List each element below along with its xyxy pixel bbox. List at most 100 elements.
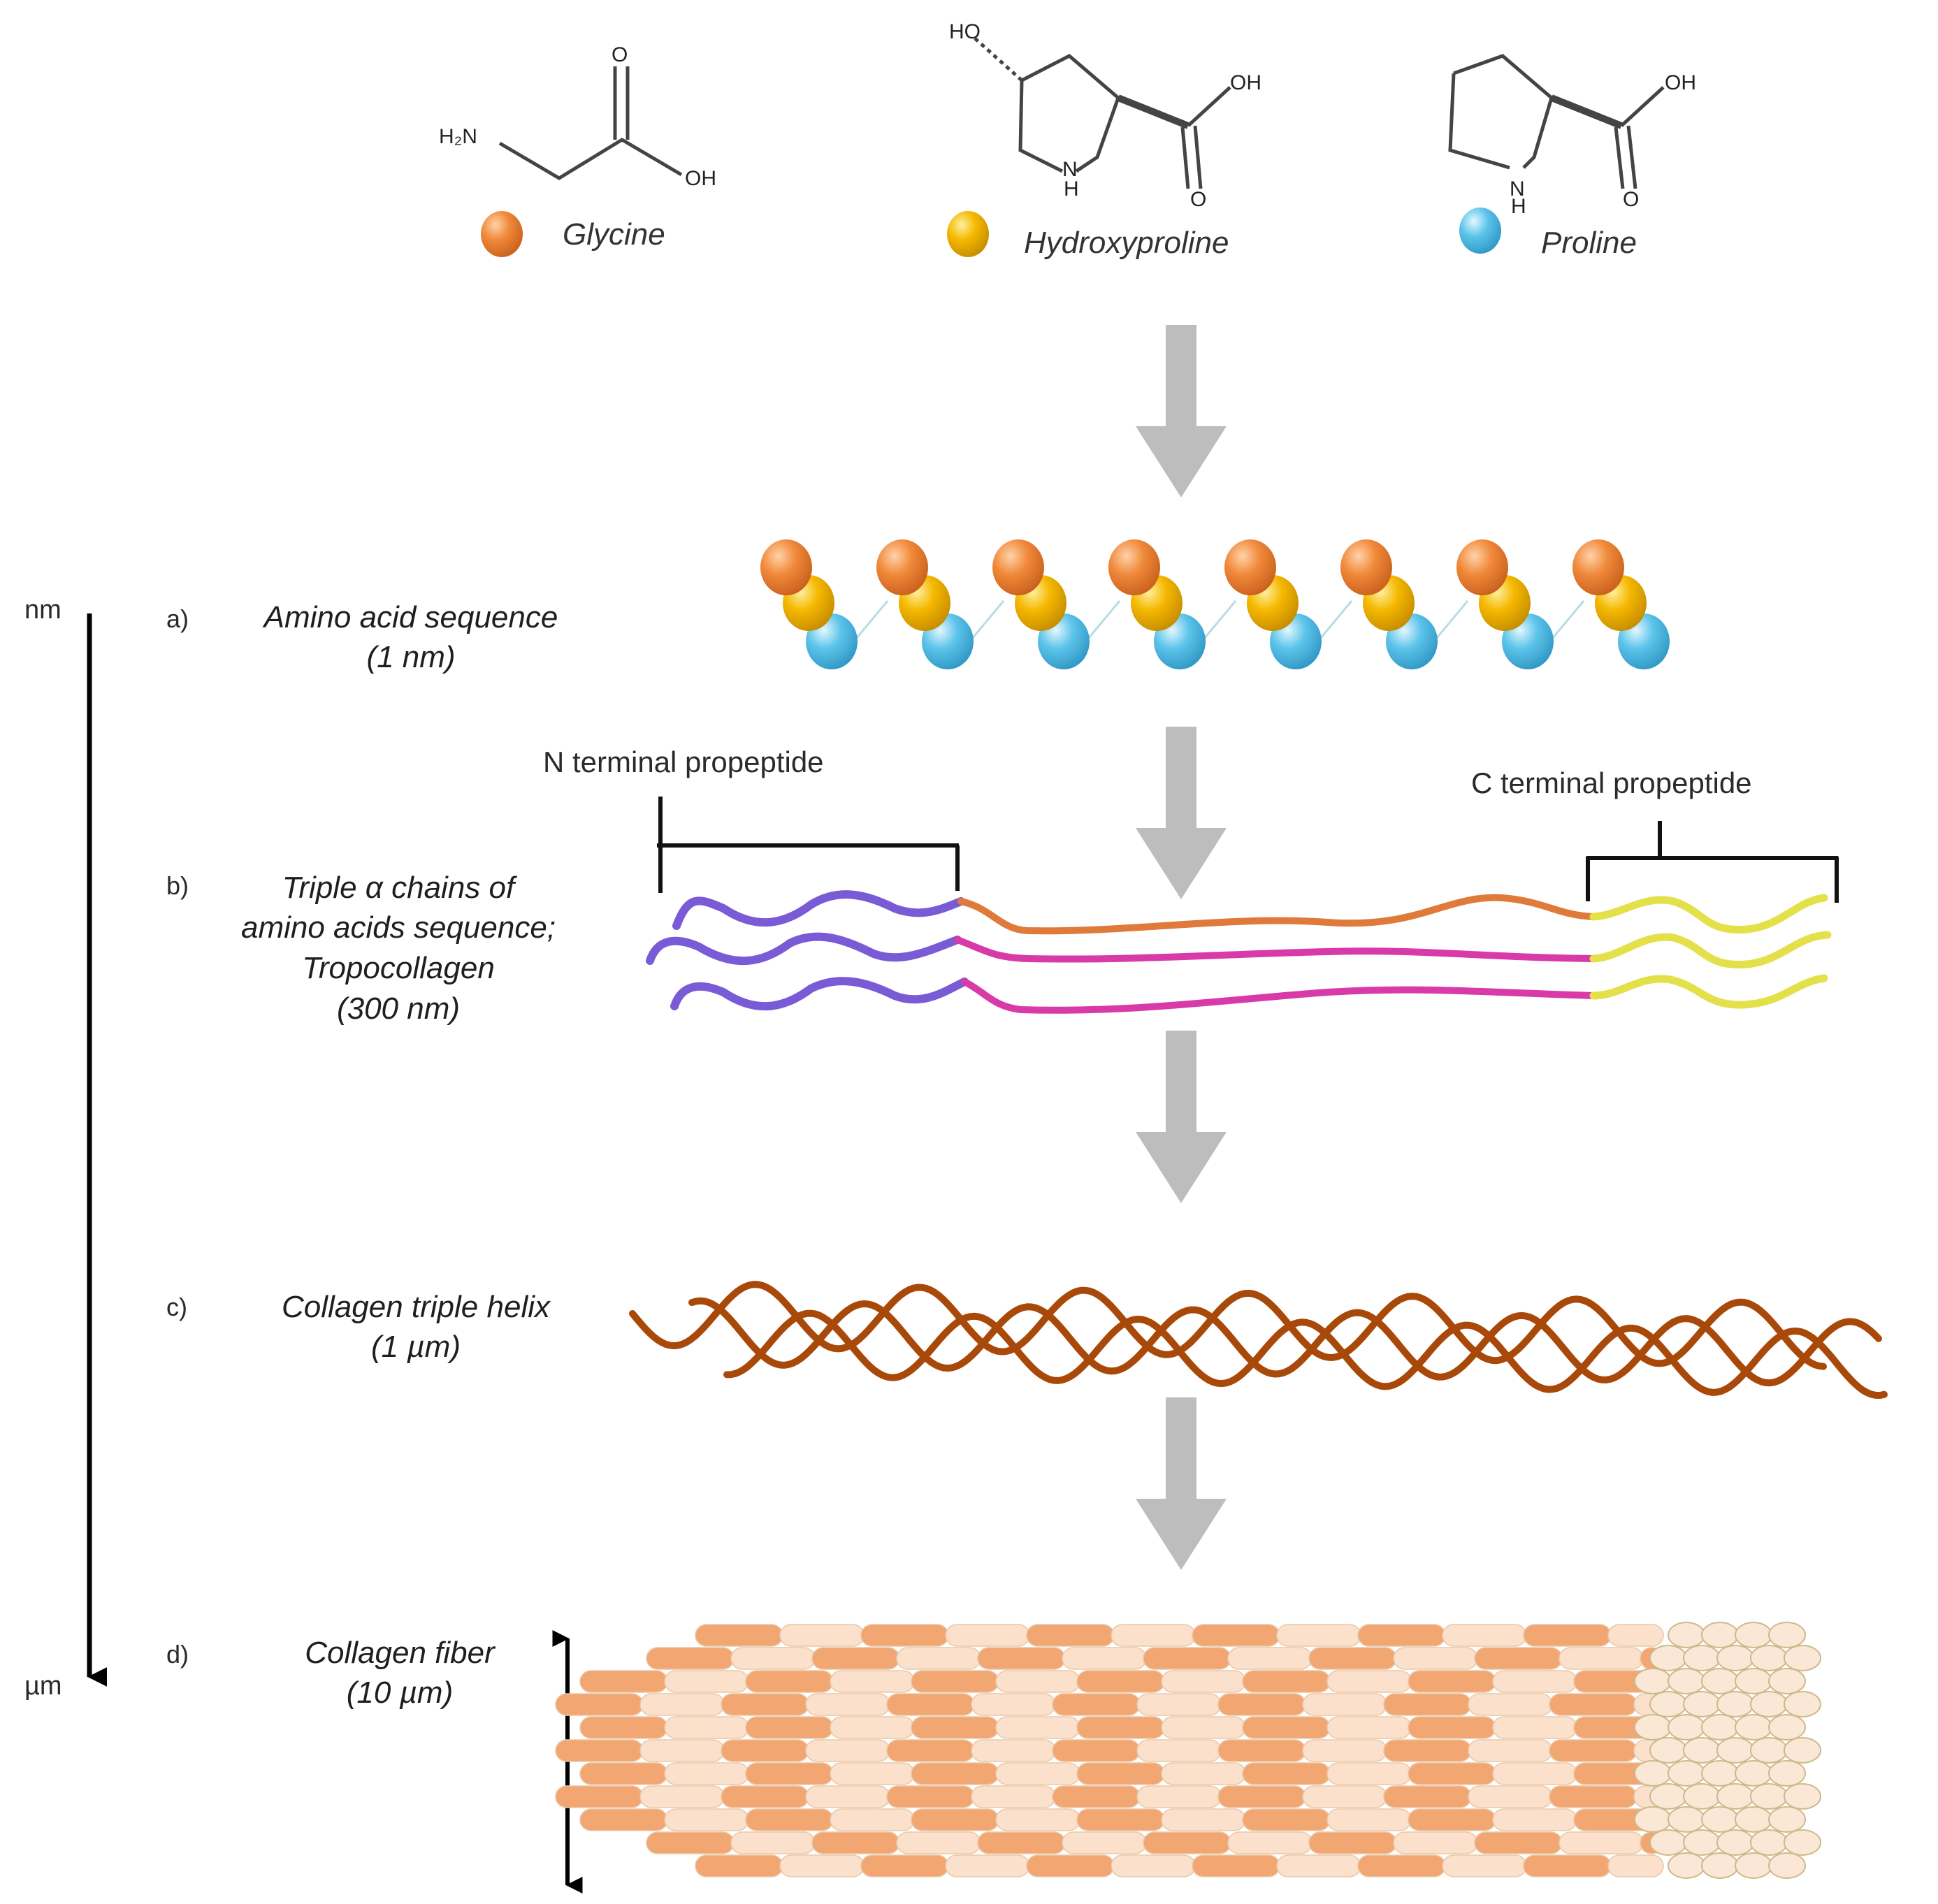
fibril-segment xyxy=(1192,1854,1280,1877)
fibril-segment xyxy=(555,1785,644,1808)
fibril-segment xyxy=(646,1647,735,1670)
fibril-segment xyxy=(745,1808,834,1831)
proline-oh-label: OH xyxy=(1665,71,1696,94)
proline-structure xyxy=(1448,54,1665,189)
fibril-segment xyxy=(945,1624,1030,1647)
fibril-segment xyxy=(1026,1624,1115,1647)
fibril-segment xyxy=(1607,1854,1664,1877)
fibril-segment xyxy=(1468,1785,1553,1808)
fibril-segment xyxy=(977,1831,1066,1854)
chain-2-helix xyxy=(954,936,1597,963)
fibril-cross-section xyxy=(1634,1760,1672,1787)
fibril-cross-section xyxy=(1750,1737,1788,1764)
c-terminal-propeptide-label: C terminal propeptide xyxy=(1471,766,1752,799)
fibril-segment xyxy=(1383,1739,1472,1762)
glycine-ball xyxy=(481,211,523,257)
chain-1-n-propeptide xyxy=(672,890,965,930)
fibril-segment xyxy=(971,1693,1056,1716)
fibril-cross-section xyxy=(1750,1829,1788,1856)
hydroxyproline-ho-label: HO xyxy=(949,20,981,43)
hydroxyproline-o-label: O xyxy=(1190,188,1206,211)
fibril-cross-section xyxy=(1649,1645,1687,1671)
hydroxyproline-h-label: H xyxy=(1064,177,1079,201)
down-arrow-2 xyxy=(1136,727,1227,899)
hydroxyproline-structure xyxy=(974,37,1231,189)
fibril-segment xyxy=(896,1831,981,1854)
fibril-segment xyxy=(811,1647,900,1670)
fibril-cross-section xyxy=(1716,1783,1754,1810)
fibril-segment xyxy=(1474,1831,1563,1854)
fibril-cross-section xyxy=(1683,1645,1721,1671)
fibril-segment xyxy=(1242,1670,1331,1693)
fibril-cross-section xyxy=(1668,1668,1705,1694)
stage-d-letter: d) xyxy=(166,1640,189,1669)
helix-strand-2 xyxy=(688,1297,1882,1387)
fibril-segment xyxy=(579,1716,668,1739)
fibril-segment xyxy=(1302,1739,1387,1762)
fibril-segment xyxy=(1302,1785,1387,1808)
chain-3-n-propeptide xyxy=(670,977,969,1011)
fibril-segment xyxy=(639,1785,725,1808)
fibril-segment xyxy=(1492,1808,1577,1831)
fibril-segment xyxy=(971,1785,1056,1808)
glycine-nh2-label: H₂N xyxy=(439,125,477,148)
fibril-segment xyxy=(1161,1808,1246,1831)
fibril-segment xyxy=(1217,1785,1306,1808)
fibril-segment xyxy=(971,1739,1056,1762)
stage-b-size: (300 nm) xyxy=(337,991,460,1026)
amino-acid-sequence xyxy=(760,539,1670,669)
fibril-segment xyxy=(646,1831,735,1854)
fibril-segment xyxy=(1357,1854,1446,1877)
fibril-segment xyxy=(779,1624,865,1647)
fibril-segment xyxy=(1559,1831,1644,1854)
fibril-segment xyxy=(1192,1624,1280,1647)
fibril-segment xyxy=(860,1854,949,1877)
fibril-segment xyxy=(721,1739,809,1762)
stage-a-title: Amino acid sequence xyxy=(262,600,558,634)
fibril-segment xyxy=(1408,1762,1496,1785)
fibril-cross-section xyxy=(1735,1668,1772,1694)
fibril-segment xyxy=(1242,1716,1331,1739)
stage-c-title: Collagen triple helix xyxy=(282,1290,551,1324)
fibril-segment xyxy=(721,1785,809,1808)
chain-1-c-propeptide xyxy=(1589,894,1828,934)
stage-a-size: (1 nm) xyxy=(366,640,455,674)
fibril-segment xyxy=(830,1670,915,1693)
fibril-segment xyxy=(1276,1624,1361,1647)
fibril-cross-section xyxy=(1716,1645,1754,1671)
glycine-residue xyxy=(992,539,1044,595)
stage-b-line2: amino acids sequence; xyxy=(241,910,556,945)
fibril-segment xyxy=(695,1624,783,1647)
fibril-segment xyxy=(639,1693,725,1716)
stage-b-line1: Triple α chains of xyxy=(282,871,518,905)
fibril-segment xyxy=(1492,1716,1577,1739)
stage-d-size: (10 µm) xyxy=(347,1676,453,1710)
fibril-segment xyxy=(1111,1854,1196,1877)
fibril-cross-section xyxy=(1784,1829,1821,1856)
fibril-segment xyxy=(1468,1693,1553,1716)
fibril-segment xyxy=(1357,1624,1446,1647)
fibril-segment xyxy=(1136,1739,1222,1762)
fibril-segment xyxy=(995,1716,1080,1739)
stage-d-title: Collagen fiber xyxy=(305,1636,496,1670)
glycine-residue xyxy=(1340,539,1392,595)
fibril-segment xyxy=(1442,1624,1527,1647)
fibril-segment xyxy=(1242,1808,1331,1831)
fibril-cross-section xyxy=(1735,1806,1772,1833)
fibril-segment xyxy=(911,1670,999,1693)
down-arrow-3 xyxy=(1136,1031,1227,1203)
fibril-segment xyxy=(1052,1785,1141,1808)
fibril-cross-section xyxy=(1701,1622,1739,1648)
fibril-cross-section xyxy=(1701,1760,1739,1787)
fibril-cross-section xyxy=(1784,1783,1821,1810)
fibril-cross-section xyxy=(1716,1829,1754,1856)
fibril-segment xyxy=(1161,1716,1246,1739)
glycine-oh-label: OH xyxy=(685,167,716,190)
fibril-segment xyxy=(1408,1716,1496,1739)
fibril-segment xyxy=(779,1854,865,1877)
fibril-segment xyxy=(977,1647,1066,1670)
fibril-segment xyxy=(1408,1670,1496,1693)
down-arrow-4 xyxy=(1136,1397,1227,1570)
fibril-segment xyxy=(805,1785,890,1808)
